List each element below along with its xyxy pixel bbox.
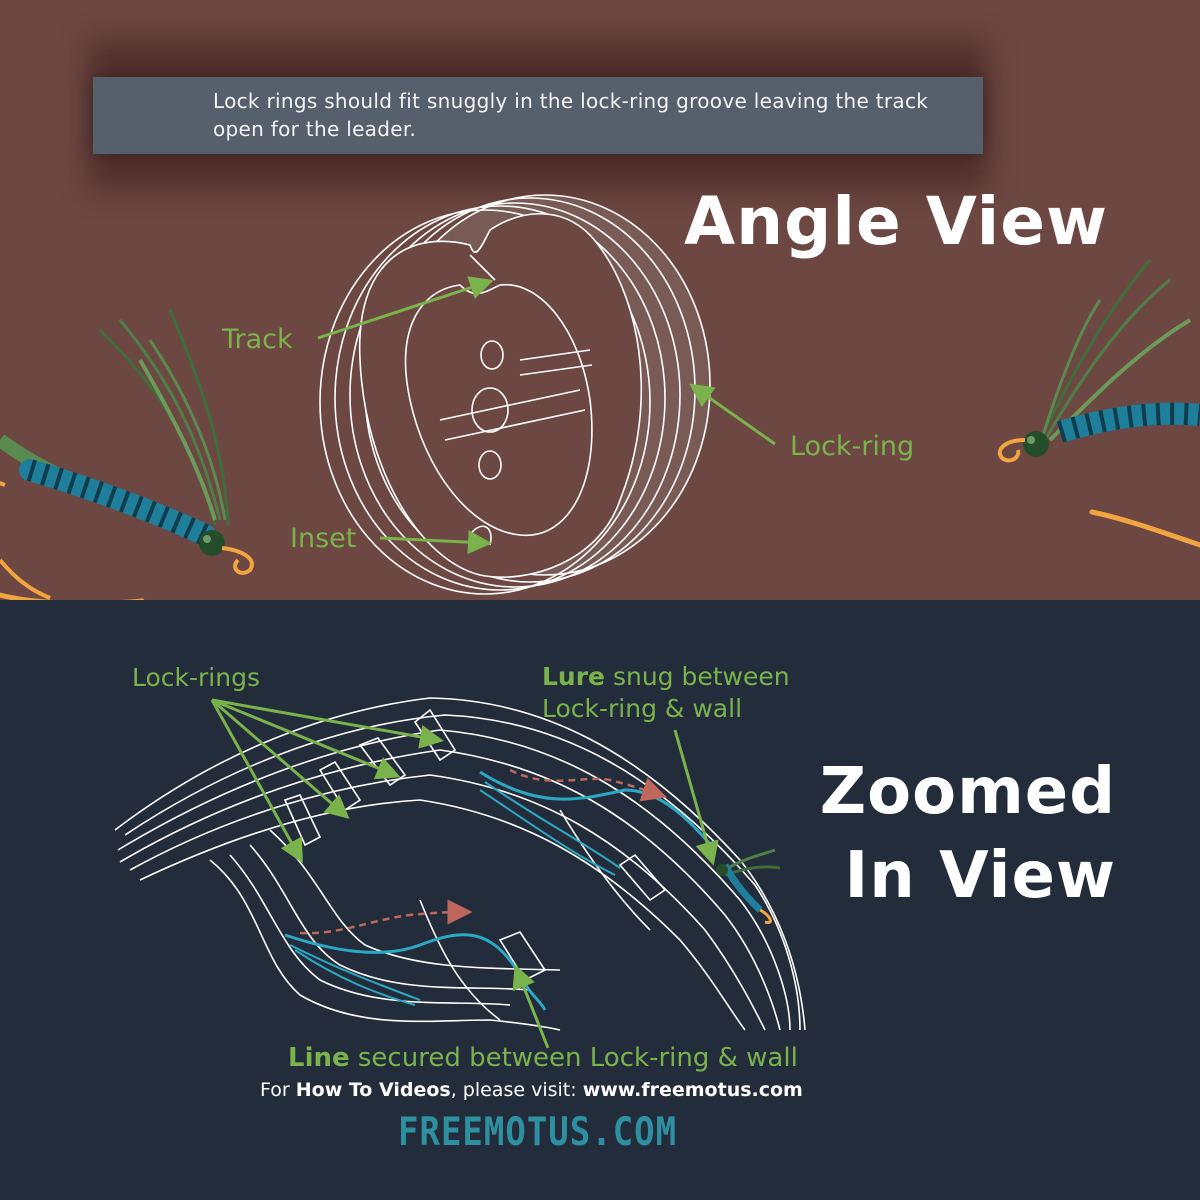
line-label-bold: Line xyxy=(288,1043,350,1073)
direction-arrows xyxy=(299,768,668,935)
zoomed-arrows xyxy=(210,698,719,1049)
lock-ring-label: Lock-ring xyxy=(790,431,915,462)
note-banner: Lock rings should fit snuggly in the loc… xyxy=(93,77,983,154)
lure-label-rest: snug between xyxy=(605,662,790,691)
angle-view-illustration xyxy=(0,194,1200,600)
line-label: Line secured between Lock-ring & wall xyxy=(288,1042,798,1074)
inset-label: Inset xyxy=(290,523,357,554)
angle-view-title: Angle View xyxy=(684,183,1108,260)
visit-prefix: For xyxy=(260,1079,296,1101)
fly-lure-right-icon xyxy=(997,259,1200,548)
visit-mid: , please visit: xyxy=(450,1079,583,1101)
lure-label: Lure snug between xyxy=(542,661,790,693)
brand-logo-text[interactable]: FREEMOTUS.COM xyxy=(398,1109,678,1156)
fly-lure-left-icon xyxy=(0,309,254,600)
zoomed-title-line2: In View xyxy=(844,839,1116,913)
line-label-rest: secured between Lock-ring & wall xyxy=(349,1043,798,1073)
angle-view-panel: Lock rings should fit snuggly in the loc… xyxy=(0,0,1200,600)
note-text: Lock rings should fit snuggly in the loc… xyxy=(213,89,929,141)
fly-lure-small-icon xyxy=(716,848,781,925)
zoomed-view-title: Zoomed In View xyxy=(820,750,1116,918)
leader-lines xyxy=(284,770,717,1011)
track-label: Track xyxy=(222,324,293,355)
zoomed-title-line1: Zoomed xyxy=(819,755,1116,829)
zoomed-view-panel: Zoomed In View Lock-rings Lure snug betw… xyxy=(0,600,1200,1200)
lure-label-bold: Lure xyxy=(542,662,606,691)
lock-rings-label: Lock-rings xyxy=(132,663,260,692)
visit-bold: How To Videos xyxy=(295,1079,451,1101)
spool-illustration xyxy=(319,194,711,595)
lure-label-line2: Lock-ring & wall xyxy=(542,694,743,723)
visit-text: For How To Videos, please visit: www.fre… xyxy=(260,1077,803,1103)
angle-arrows xyxy=(317,276,776,555)
zoomed-view-illustration xyxy=(114,697,806,1049)
spool-ridges xyxy=(114,697,806,1031)
visit-url-link[interactable]: www.freemotus.com xyxy=(582,1079,803,1101)
